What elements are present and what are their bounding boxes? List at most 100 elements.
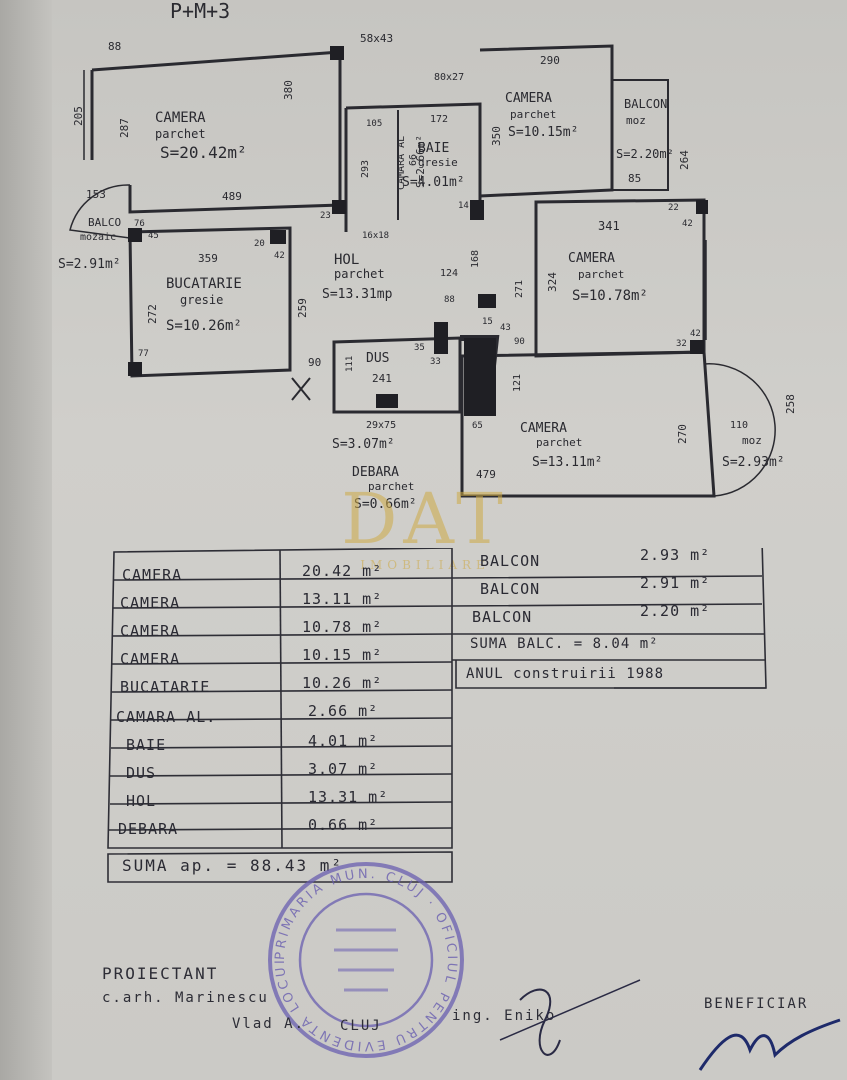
dimension: 22 (668, 203, 679, 213)
dimension: 58x43 (360, 32, 393, 45)
plan-title: P+M+3 (170, 0, 230, 23)
dimension: 42 (690, 329, 701, 339)
table-row-label: BAIE (126, 736, 167, 754)
table-row-value: 13.11 m² (302, 590, 383, 608)
city-name: CLUJ (340, 1018, 382, 1034)
table-row-value: 0.66 m² (308, 816, 379, 834)
dimension: 16x18 (362, 231, 389, 241)
room-name-9: DUS (366, 351, 389, 366)
room-name-10: CAMERA (520, 421, 567, 436)
watermark-logo-text: DAT (341, 478, 509, 560)
room-name-5: BALCO (88, 216, 121, 229)
room-name-4: BALCON (624, 97, 667, 111)
room-area-3: S=10.15m² (508, 125, 578, 140)
table-total: SUMA ap. = 88.43 m² (122, 856, 344, 875)
dimension: 85 (628, 172, 641, 185)
room-floor-7: parchet (334, 267, 385, 281)
dimension: 15 (482, 317, 493, 327)
table-row-value: 13.31 m² (308, 788, 389, 806)
room-area-11: S=0.66m² (354, 497, 417, 512)
table-row-value: 4.01 m² (308, 732, 379, 750)
room-floor-3: parchet (510, 108, 556, 121)
room-name-8: CAMERA (568, 251, 615, 266)
official-stamp: PRIMARIA MUN. CLUJ · OFICIUL PENTRU EVID… (256, 850, 464, 1058)
construction-year: ANUL construirii 1988 (466, 666, 665, 682)
room-name-6: BUCATARIE (166, 276, 242, 292)
room-floor-4: moz (626, 114, 646, 127)
table-row-label: CAMERA (120, 594, 181, 612)
dimension: 20 (254, 239, 265, 249)
table-row-label: CAMARA AL. (116, 708, 217, 726)
room-floor-8: parchet (578, 268, 624, 281)
balcony-total: SUMA BALC. = 8.04 m² (470, 636, 659, 652)
dimension: 90 (514, 337, 525, 347)
room-name-2: BAIE (418, 141, 449, 156)
dimension: 341 (598, 219, 620, 233)
dimension: 293 (360, 160, 371, 178)
room-area-5: S=2.91m² (58, 257, 121, 272)
dimension: 43 (500, 323, 511, 333)
room-floor-5: mozaic (80, 232, 116, 243)
floor-plan: P+M+3 CAMERA parchet S=20.42m² BAIE gres… (58, 0, 797, 512)
dimension: 168 (470, 250, 481, 268)
signatures (499, 979, 841, 1071)
table-row-label: BUCATARIE (120, 678, 211, 696)
table-row-value: 3.07 m² (308, 760, 379, 778)
beneficiary-label: BENEFICIAR (704, 996, 809, 1012)
table-row-value: 20.42 m² (302, 562, 383, 580)
dimension: 380 (282, 80, 295, 100)
table-row-label: DUS (126, 764, 157, 782)
table-row-label: CAMERA (120, 650, 181, 668)
dimension: 90 (308, 356, 321, 369)
dimension: 359 (198, 252, 218, 265)
watermark-subtitle: IMOBILIARE (360, 558, 490, 572)
dimension: 77 (138, 349, 149, 359)
table-row-value: 10.26 m² (302, 674, 383, 692)
dimension: 121 (512, 374, 523, 392)
dimension: 14 (458, 201, 469, 211)
room-name-3: CAMERA (505, 91, 552, 106)
designer-label: PROIECTANT (102, 964, 219, 983)
room-floor-1: parchet (155, 127, 206, 141)
dimension: 88 (444, 295, 455, 305)
dimension: 241 (372, 372, 392, 385)
room-floor-2: gresie (418, 156, 458, 169)
dimension: 350 (490, 126, 503, 146)
room-name-7: HOL (334, 252, 359, 268)
balcony-row-value: 2.91 m² (640, 574, 711, 592)
room-name-1: CAMERA (155, 110, 206, 126)
dimension: 272 (146, 304, 159, 324)
dimension: 76 (134, 219, 145, 229)
room-area-8: S=10.78m² (572, 288, 648, 304)
dimension: 80x27 (434, 72, 464, 83)
engineer-name: ing. Eniko (452, 1008, 557, 1024)
dimension: 489 (222, 190, 242, 203)
balcony-row-value: 2.20 m² (640, 602, 711, 620)
dimension: 270 (676, 424, 689, 444)
dimension: 23 (320, 211, 331, 221)
room-area-7: S=13.31mp (322, 287, 393, 302)
room-floor-11: parchet (368, 480, 414, 493)
dimension: 271 (514, 280, 525, 298)
table-row-label: DEBARA (118, 820, 179, 838)
room-area-2: S=4.01m² (402, 175, 465, 190)
table-row-value: 10.15 m² (302, 646, 383, 664)
dimension: 264 (678, 150, 691, 170)
room-area-10: S=13.11m² (532, 455, 602, 470)
balcony-row-label: BALCON (480, 552, 541, 570)
room-area-1: S=20.42m² (160, 143, 247, 162)
verifier-name: Vlad A. (232, 1016, 306, 1032)
dimension: 479 (476, 468, 496, 481)
dimension: 110 (730, 420, 748, 431)
dimension: 105 (366, 119, 382, 129)
room-area-12: S=2.93m² (722, 455, 785, 470)
dimension: 32 (676, 339, 687, 349)
room-area-6: S=10.26m² (166, 318, 242, 334)
designer-name: c.arh. Marinescu (102, 990, 269, 1006)
dimension: 287 (118, 118, 131, 138)
table-row-label: CAMERA (120, 622, 181, 640)
dimension: 172 (430, 114, 448, 125)
watermark-logo: DAT IMOBILIARE (300, 480, 550, 600)
dimension: 65 (472, 421, 483, 431)
dimension: 205 (72, 106, 85, 126)
